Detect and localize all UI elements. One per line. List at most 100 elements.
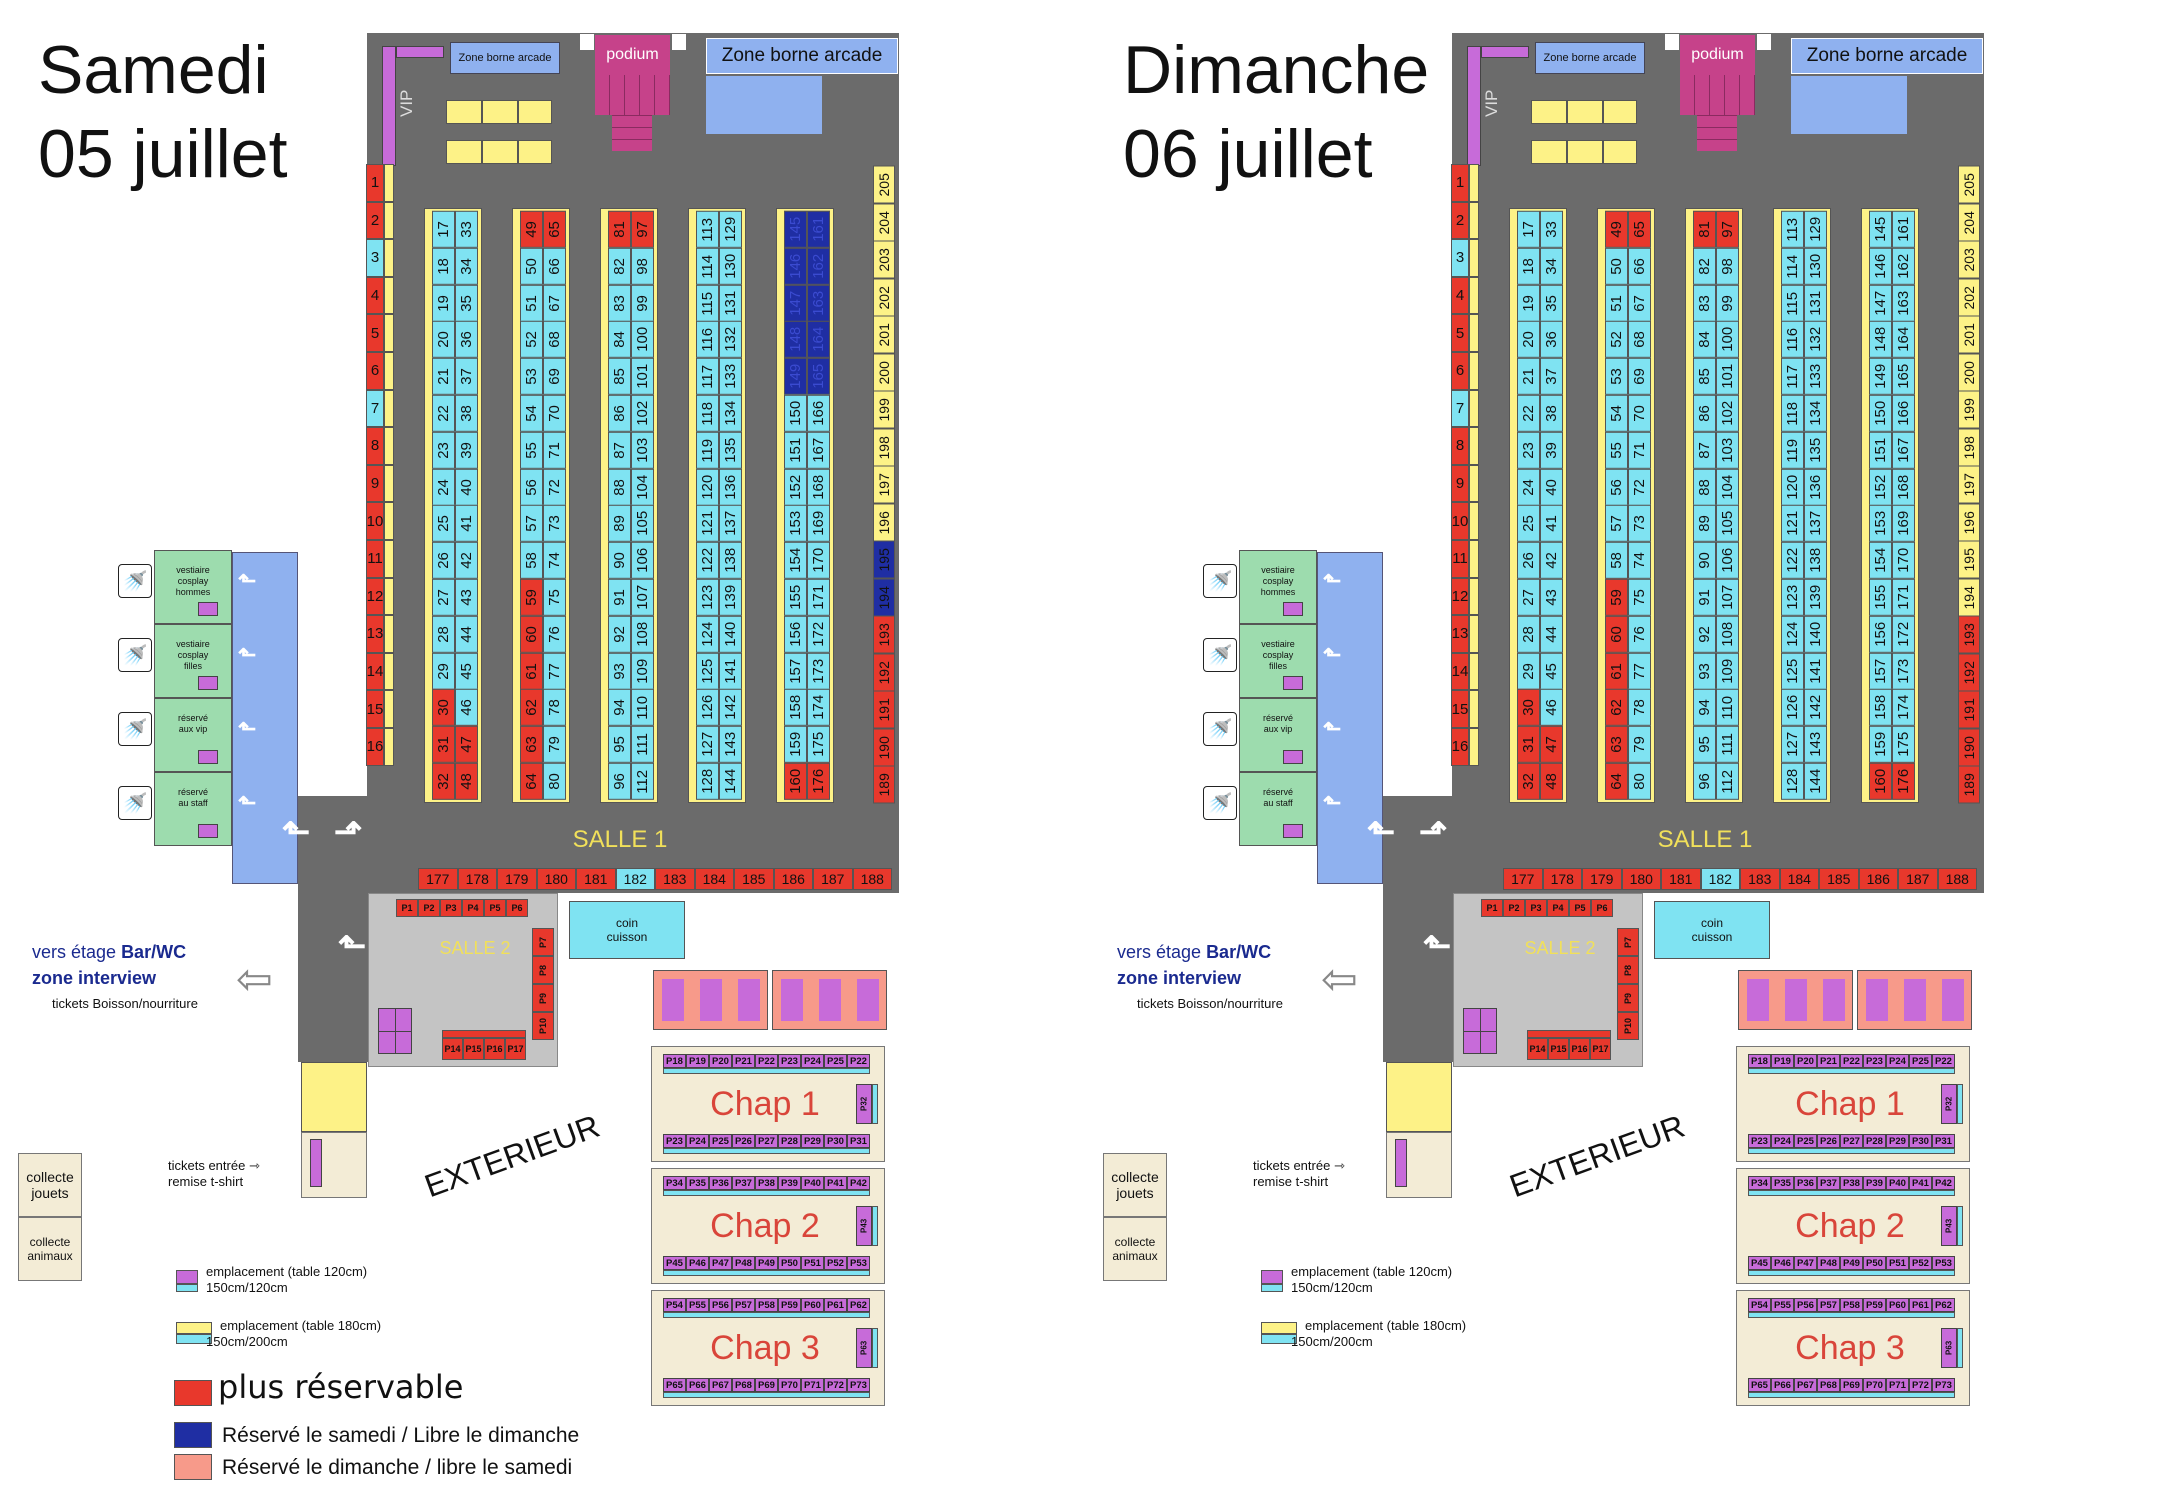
- salle2-stand[interactable]: P5: [1569, 899, 1591, 917]
- collecte-animaux[interactable]: collecte animaux: [18, 1217, 82, 1281]
- stand[interactable]: 38: [1540, 395, 1563, 432]
- stand[interactable]: 57: [520, 505, 543, 543]
- stand[interactable]: 111: [631, 726, 654, 763]
- chap-side-stand[interactable]: P32: [856, 1084, 872, 1124]
- stand[interactable]: 80: [1628, 763, 1651, 800]
- stand[interactable]: 31: [1517, 726, 1540, 763]
- stand[interactable]: 174: [807, 689, 830, 727]
- zone-arcade-big[interactable]: [706, 76, 822, 134]
- stand[interactable]: 166: [1892, 395, 1915, 432]
- stand[interactable]: 55: [1605, 431, 1628, 469]
- stand[interactable]: 104: [1716, 468, 1739, 506]
- stand[interactable]: 22: [1517, 395, 1540, 432]
- stand[interactable]: 108: [1716, 615, 1739, 653]
- right-wall-stand[interactable]: 193: [1958, 616, 1980, 654]
- chap-stand[interactable]: P40: [1886, 1176, 1909, 1190]
- stand[interactable]: 73: [1628, 505, 1651, 543]
- salle2-stand[interactable]: P8: [532, 956, 554, 984]
- stand[interactable]: 42: [1540, 542, 1563, 579]
- stand[interactable]: 66: [543, 247, 566, 285]
- stand[interactable]: 19: [1517, 284, 1540, 322]
- chap-stand[interactable]: P65: [1748, 1378, 1771, 1392]
- chap-stand[interactable]: P58: [1840, 1298, 1863, 1312]
- bottom-stand[interactable]: 181: [576, 868, 616, 890]
- right-wall-stand[interactable]: 205: [873, 166, 895, 204]
- stand[interactable]: 81: [1693, 211, 1716, 248]
- chap-stand[interactable]: P72: [1909, 1378, 1932, 1392]
- bottom-stand[interactable]: 183: [1740, 868, 1780, 890]
- left-wall-stand[interactable]: 13: [1451, 615, 1469, 653]
- stand[interactable]: 158: [784, 689, 807, 727]
- right-wall-stand[interactable]: 198: [1958, 428, 1980, 466]
- stand[interactable]: 73: [543, 505, 566, 543]
- stand[interactable]: 94: [1693, 689, 1716, 727]
- stand[interactable]: 64: [1605, 763, 1628, 800]
- stand[interactable]: 134: [719, 395, 742, 432]
- stand[interactable]: 154: [1869, 542, 1892, 579]
- chap-stand[interactable]: P71: [1886, 1378, 1909, 1392]
- chap-stand[interactable]: P48: [1817, 1256, 1840, 1270]
- chap-stand[interactable]: P73: [1932, 1378, 1955, 1392]
- chap-stand[interactable]: P66: [1771, 1378, 1794, 1392]
- salle2-stand[interactable]: P16: [484, 1038, 505, 1060]
- stand[interactable]: 169: [1892, 505, 1915, 543]
- chap-stand[interactable]: P47: [1794, 1256, 1817, 1270]
- stand[interactable]: 95: [1693, 726, 1716, 763]
- stand[interactable]: 152: [1869, 468, 1892, 506]
- stand[interactable]: 18: [432, 247, 455, 285]
- stand[interactable]: 157: [1869, 652, 1892, 690]
- stand[interactable]: 59: [520, 579, 543, 616]
- stand[interactable]: 23: [1517, 431, 1540, 469]
- stand[interactable]: 48: [455, 763, 478, 800]
- chap-stand[interactable]: P67: [1794, 1378, 1817, 1392]
- chap-stand[interactable]: P54: [1748, 1298, 1771, 1312]
- stand[interactable]: 132: [719, 321, 742, 359]
- stand[interactable]: 25: [432, 505, 455, 543]
- stand[interactable]: 155: [784, 579, 807, 616]
- stand[interactable]: 107: [1716, 579, 1739, 616]
- stand[interactable]: 175: [807, 726, 830, 763]
- stand[interactable]: 37: [1540, 358, 1563, 395]
- stand[interactable]: 121: [1781, 505, 1804, 543]
- stand[interactable]: 47: [455, 726, 478, 763]
- stand[interactable]: 30: [432, 689, 455, 727]
- stand[interactable]: 52: [1605, 321, 1628, 359]
- stand[interactable]: 176: [1892, 763, 1915, 800]
- stand[interactable]: 171: [1892, 579, 1915, 616]
- chap-stand[interactable]: P45: [663, 1256, 686, 1270]
- stand[interactable]: 46: [1540, 689, 1563, 727]
- stand[interactable]: 81: [608, 211, 631, 248]
- salle2-stand[interactable]: P5: [484, 899, 506, 917]
- bottom-stand[interactable]: 183: [655, 868, 695, 890]
- stand[interactable]: 146: [784, 247, 807, 285]
- stand[interactable]: 148: [784, 321, 807, 359]
- stand[interactable]: 122: [696, 542, 719, 579]
- right-wall-stand[interactable]: 197: [1958, 466, 1980, 504]
- chap-stand[interactable]: P65: [663, 1378, 686, 1392]
- chap-stand[interactable]: P55: [1771, 1298, 1794, 1312]
- stand[interactable]: 157: [784, 652, 807, 690]
- right-wall-stand[interactable]: 194: [873, 578, 895, 616]
- stand[interactable]: 53: [520, 358, 543, 395]
- right-wall-stand[interactable]: 203: [1958, 241, 1980, 279]
- stand[interactable]: 159: [1869, 726, 1892, 763]
- bottom-stand[interactable]: 186: [1858, 868, 1898, 890]
- stand[interactable]: 142: [1804, 689, 1827, 727]
- stand[interactable]: 89: [608, 505, 631, 543]
- bottom-stand[interactable]: 188: [852, 868, 892, 890]
- stand[interactable]: 54: [1605, 395, 1628, 432]
- chap-stand[interactable]: P49: [1840, 1256, 1863, 1270]
- stand[interactable]: 115: [1781, 284, 1804, 322]
- stand[interactable]: 123: [696, 579, 719, 616]
- right-wall-stand[interactable]: 197: [873, 466, 895, 504]
- stand[interactable]: 75: [543, 579, 566, 616]
- salle2-stand[interactable]: P14: [442, 1038, 463, 1060]
- chap-stand[interactable]: P25: [709, 1134, 732, 1148]
- right-wall-stand[interactable]: 202: [1958, 278, 1980, 316]
- chap-stand[interactable]: P37: [1817, 1176, 1840, 1190]
- bottom-stand[interactable]: 188: [1937, 868, 1977, 890]
- stand[interactable]: 138: [719, 542, 742, 579]
- chap-stand[interactable]: P41: [1909, 1176, 1932, 1190]
